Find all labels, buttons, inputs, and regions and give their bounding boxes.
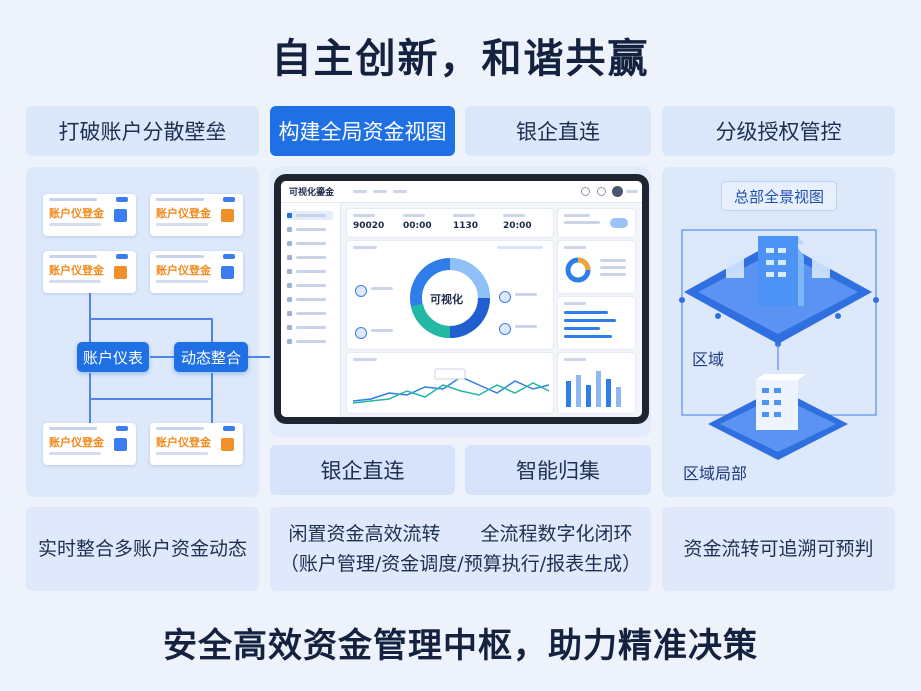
progress-bar <box>564 319 616 322</box>
account-card-name: 账户仪登金 <box>49 436 104 449</box>
account-card-name: 账户仪登金 <box>49 207 104 220</box>
node-icon <box>499 291 511 303</box>
sidebar-item[interactable] <box>287 239 333 248</box>
sidebar-item[interactable] <box>287 211 333 220</box>
summary-detail: （账户管理/资金调度/预算执行/报表生成） <box>279 553 642 575</box>
bar-chart <box>566 371 621 407</box>
cube-icon <box>221 209 234 222</box>
sidebar-item[interactable] <box>287 267 333 276</box>
account-card-name: 账户仪登金 <box>156 207 211 220</box>
donut-card: 可视化 <box>347 241 553 349</box>
node-icon <box>355 327 367 339</box>
node-icon <box>499 323 511 335</box>
footer-slogan: 安全高效资金管理中枢，助力精准决策 <box>163 626 758 666</box>
account-card[interactable]: 账户仪登金 <box>150 251 243 293</box>
account-card[interactable]: 账户仪登金 <box>150 194 243 236</box>
kpi-card: 90020 00:00 1130 20:00 <box>347 209 553 237</box>
connector-line <box>89 398 213 400</box>
sidebar-item[interactable] <box>287 253 333 262</box>
account-card-name: 账户仪登金 <box>156 264 211 277</box>
weather-card <box>558 209 635 237</box>
summary-text: 实时整合多账户资金动态 <box>37 538 247 560</box>
avatar[interactable] <box>612 186 623 197</box>
dashboard-sidebar <box>281 203 341 417</box>
tab-smart-collection[interactable]: 智能归集 <box>465 445 651 495</box>
ratio-donut <box>565 257 591 283</box>
cube-icon <box>221 266 234 279</box>
kpi-value: 20:00 <box>503 221 532 231</box>
dashboard-topbar: 可视化鎏金 <box>281 181 642 203</box>
account-card[interactable]: 账户仪登金 <box>150 423 243 465</box>
account-dashboard-button[interactable]: 账户仪表 <box>77 342 149 372</box>
tab-bank-direct-bottom[interactable]: 银企直连 <box>270 445 455 495</box>
sidebar-item[interactable] <box>287 225 333 234</box>
donut-center-label: 可视化 <box>430 293 463 306</box>
trend-chart-card <box>347 353 553 413</box>
kpi-value: 90020 <box>353 221 385 231</box>
connector-line <box>211 373 213 423</box>
ratio-card <box>558 241 635 293</box>
cube-icon <box>114 266 127 279</box>
cube-icon <box>114 209 127 222</box>
donut-chart <box>410 258 490 338</box>
summary-text: 资金流转可追溯可预判 <box>683 538 874 560</box>
kpi-value: 00:00 <box>403 221 432 231</box>
page-title: 自主创新，和谐共赢 <box>271 36 650 82</box>
region-label: 区域 <box>692 350 725 369</box>
account-card[interactable]: 账户仪登金 <box>43 194 136 236</box>
node-icon <box>355 285 367 297</box>
progress-bar <box>564 311 608 314</box>
dashboard-screen: 可视化鎏金 90020 00: <box>281 181 642 417</box>
summary-text: 闲置资金高效流转 <box>288 523 441 545</box>
trend-line-chart <box>353 368 549 404</box>
tab-global-view[interactable]: 构建全局资金视图 <box>270 106 455 156</box>
notification-icon[interactable] <box>597 187 606 196</box>
sidebar-item[interactable] <box>287 309 333 318</box>
account-card-name: 账户仪登金 <box>156 436 211 449</box>
account-card[interactable]: 账户仪登金 <box>43 423 136 465</box>
connector-line <box>248 356 274 358</box>
cloud-icon <box>610 218 628 228</box>
sidebar-item[interactable] <box>287 337 333 346</box>
progress-card <box>558 297 635 349</box>
cloud-icon[interactable] <box>581 187 590 196</box>
hq-view-tag[interactable]: 总部全景视图 <box>721 181 837 211</box>
bar-chart-card <box>558 353 635 413</box>
progress-bar <box>564 335 612 338</box>
summary-process: 闲置资金高效流转 全流程数字化闭环 （账户管理/资金调度/预算执行/报表生成） <box>270 507 651 591</box>
sidebar-item[interactable] <box>287 281 333 290</box>
account-card[interactable]: 账户仪登金 <box>43 251 136 293</box>
summary-realtime: 实时整合多账户资金动态 <box>26 507 259 591</box>
cube-icon <box>221 438 234 451</box>
dynamic-integration-button[interactable]: 动态整合 <box>174 342 248 372</box>
tab-break-barriers[interactable]: 打破账户分散壁垒 <box>26 106 259 156</box>
tab-bank-direct[interactable]: 银企直连 <box>465 106 651 156</box>
sidebar-item[interactable] <box>287 295 333 304</box>
summary-traceable: 资金流转可追溯可预判 <box>662 507 895 591</box>
connector-line <box>150 356 174 358</box>
kpi-value: 1130 <box>453 221 479 231</box>
dashboard-logo: 可视化鎏金 <box>289 188 335 198</box>
hierarchy-diagram <box>679 229 879 460</box>
tablet-device: 可视化鎏金 90020 00: <box>274 174 649 424</box>
connector-line <box>89 318 213 320</box>
cube-icon <box>114 438 127 451</box>
progress-bar <box>564 327 600 330</box>
tab-authorization[interactable]: 分级授权管控 <box>662 106 895 156</box>
account-card-name: 账户仪登金 <box>49 264 104 277</box>
connector-line <box>211 318 213 343</box>
sidebar-item[interactable] <box>287 323 333 332</box>
summary-text: 全流程数字化闭环 <box>480 523 633 545</box>
local-region-label: 区域局部 <box>683 464 748 483</box>
